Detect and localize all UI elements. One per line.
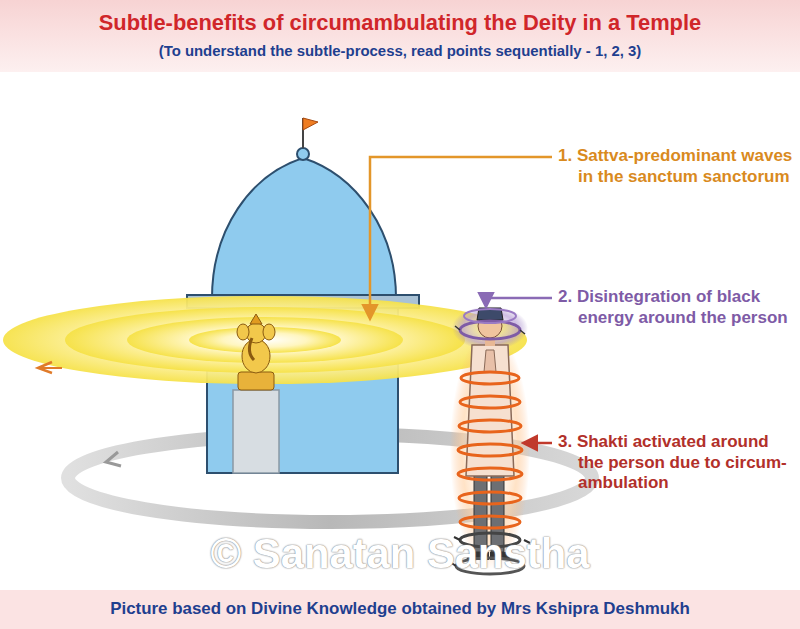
subtitle: (To understand the subtle-process, read …	[0, 42, 800, 59]
callout-text: 3. Shakti activated around the person du…	[558, 432, 793, 494]
callout-text: 2. Disintegration of black energy around…	[558, 287, 793, 328]
caption: Picture based on Divine Knowledge obtain…	[0, 599, 800, 619]
title: Subtle-benefits of circumambulating the …	[0, 10, 800, 36]
watermark: © Sanatan Sanstha	[0, 530, 800, 578]
callout-text: 1. Sattva-predominant waves in the sanct…	[558, 146, 793, 187]
